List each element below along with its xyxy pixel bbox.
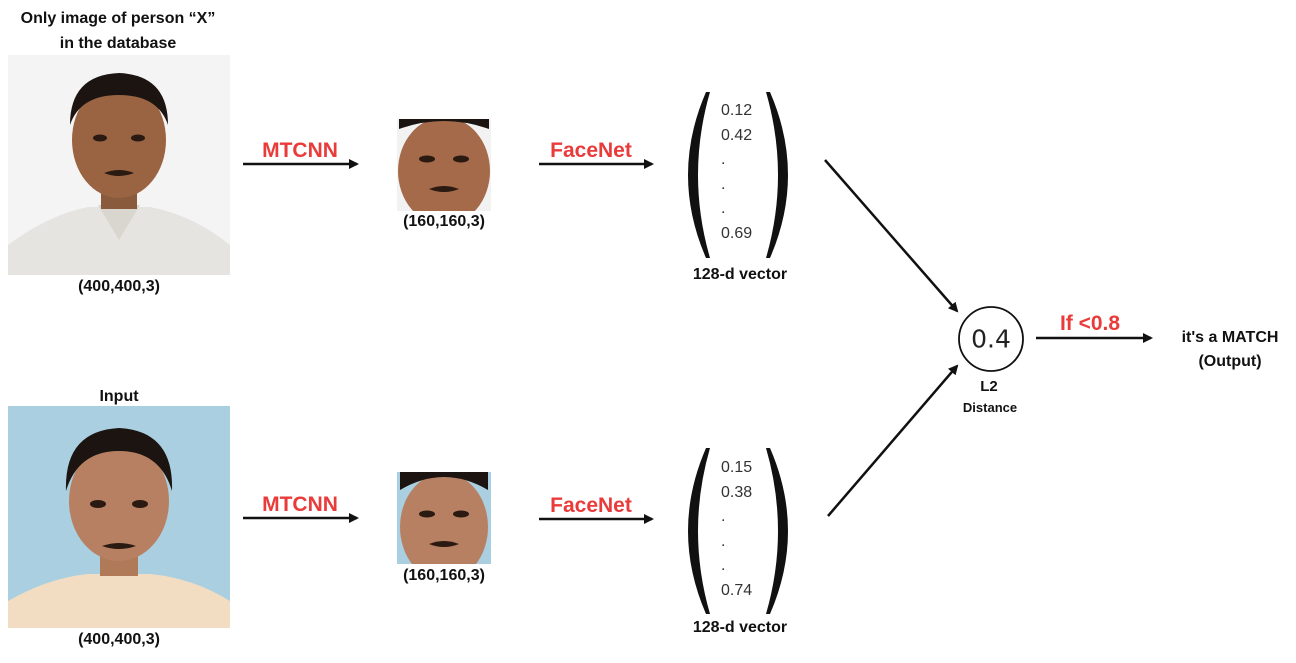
top-vector-value: 0.42 xyxy=(721,126,753,144)
output-line1: it's a MATCH xyxy=(1181,329,1279,346)
bottom-vector-value: . xyxy=(721,532,726,550)
bottom-left-parenthesis xyxy=(688,448,710,614)
input-cropped-face xyxy=(397,472,491,564)
top-vector-value: . xyxy=(721,175,726,193)
bottom-vector-value: . xyxy=(721,557,726,574)
top-vector-value: . xyxy=(721,200,726,217)
database-caption-line2: in the database xyxy=(59,35,177,52)
bottom-right-parenthesis xyxy=(766,448,788,614)
bottom-mtcnn-label: MTCNN xyxy=(262,493,338,516)
database-cropped-face xyxy=(397,119,491,211)
top-facenet-label: FaceNet xyxy=(550,139,632,162)
bottom-vector-value: 0.15 xyxy=(721,459,753,476)
threshold-label: If <0.8 xyxy=(1059,312,1121,335)
top-vector-value: 0.12 xyxy=(721,102,753,119)
top-left-parenthesis xyxy=(688,92,710,258)
bottom-vector-value: . xyxy=(721,508,726,525)
distance-label-text: Distance xyxy=(962,400,1018,415)
bottom-facenet-label: FaceNet xyxy=(550,494,632,517)
top-vector-label: 128-d vector xyxy=(692,266,788,283)
top-to-distance-arrow xyxy=(824,159,959,313)
database-crop-size-label: (160,160,3) xyxy=(403,213,485,230)
output-line2: (Output) xyxy=(1198,353,1262,370)
distance-circle xyxy=(958,306,1024,372)
top-vector-value: 0.69 xyxy=(721,224,753,242)
database-caption-line1: Only image of person “X” xyxy=(20,10,216,27)
input-face-photo xyxy=(8,406,230,628)
bottom-vector-label: 128-d vector xyxy=(692,619,788,636)
top-mtcnn-label: MTCNN xyxy=(262,139,338,162)
bottom-vector-value: 0.74 xyxy=(721,581,753,599)
top-embedding-vector: 0.12 0.42 . . . 0.69 xyxy=(721,99,752,246)
database-face-photo xyxy=(8,55,230,275)
input-caption: Input xyxy=(99,388,139,405)
bottom-to-distance-arrow xyxy=(827,364,959,517)
distance-label-l2: L2 xyxy=(980,378,998,395)
bottom-vector-value: 0.38 xyxy=(721,483,753,501)
input-crop-size-label: (160,160,3) xyxy=(403,567,485,584)
bottom-embedding-vector: 0.15 0.38 . . . 0.74 xyxy=(721,456,752,603)
top-right-parenthesis xyxy=(766,92,788,258)
database-full-size-label: (400,400,3) xyxy=(78,278,160,295)
distance-value: 0.4 xyxy=(971,324,1011,354)
input-full-size-label: (400,400,3) xyxy=(78,631,160,648)
top-vector-value: . xyxy=(721,151,726,168)
